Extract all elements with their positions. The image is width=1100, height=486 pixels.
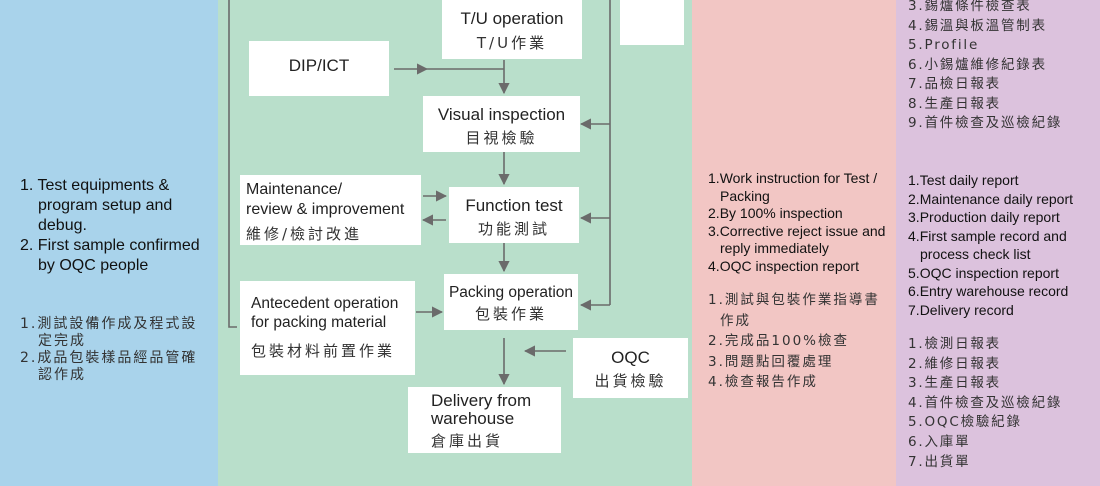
list-item: 3.Corrective reject issue and reply imme… (708, 222, 886, 257)
list-item: 5.Profile (908, 37, 980, 53)
function-test-box: Function test 功能測試 (449, 187, 579, 243)
delivery-label-2: warehouse (431, 409, 515, 428)
left-column (0, 0, 218, 486)
list-item: 2.完成品100%檢查 (708, 333, 849, 349)
packing-operation-zh: 包裝作業 (474, 305, 547, 323)
delivery-label-1: Delivery from (431, 391, 532, 410)
records-zh-list: 1.檢測日報表 2.維修日報表 3.生產日報表 4.首件檢查及巡檢紀錄 5.OQ… (908, 335, 1098, 472)
antecedent-label-2: for packing material (251, 314, 387, 331)
maintenance-zh: 維修/檢討改進 (246, 225, 363, 243)
list-item: 7.出貨單 (908, 453, 971, 470)
list-item: 7.品檢日報表 (908, 76, 1001, 92)
function-test-label: Function test (465, 196, 563, 215)
list-item: 8.生產日報表 (908, 95, 1001, 112)
visual-inspection-zh: 目視檢驗 (465, 129, 538, 147)
list-item: 3.錫爐條件檢查表 (908, 0, 1032, 14)
records-column (896, 0, 1100, 486)
packing-operation-label: Packing operation (448, 284, 574, 301)
list-item: 4.首件檢查及巡檢紀錄 (908, 394, 1063, 411)
list-item: 1.Test daily report (908, 172, 1019, 188)
records-top-list: 3.錫爐條件檢查表 4.錫溫與板溫管制表 5.Profile 6.小錫爐維修紀錄… (908, 0, 1098, 134)
list-item: 3.Production daily report (908, 209, 1060, 225)
list-item: 2.By 100% inspection (708, 205, 843, 221)
requirements-en-list: 1.Work instruction for Test / Packing 2.… (708, 170, 890, 275)
dip-ict-box: DIP/ICT (249, 41, 389, 96)
list-item: 2.成品包裝樣品經品管確認作成 (20, 350, 198, 383)
tu-operation-zh: T/U作業 (476, 34, 548, 52)
oqc-label: OQC (611, 348, 650, 367)
list-item: 1. Test equipments & program setup and d… (20, 177, 173, 234)
antecedent-label-1: Antecedent operation (251, 295, 399, 312)
tu-operation-box: T/U operation T/U作業 (442, 0, 582, 59)
list-item: 4.OQC inspection report (708, 257, 859, 274)
maintenance-box: Maintenance/ review & improvement 維修/檢討改… (240, 175, 421, 245)
requirements-column (692, 0, 896, 486)
visual-inspection-label: Visual inspection (437, 105, 566, 124)
dip-ict-label: DIP/ICT (288, 56, 350, 75)
requirements-zh-list: 1.測試與包裝作業指導書作成 2.完成品100%檢查 3.問題點回覆處理 4.檢… (708, 290, 890, 393)
list-item: 1.測試與包裝作業指導書作成 (708, 292, 880, 329)
antecedent-zh: 包裝材料前置作業 (251, 342, 396, 360)
list-item: 7.Delivery record (908, 301, 1014, 318)
maintenance-label-2: review & improvement (246, 201, 405, 218)
oqc-zh: 出貨檢驗 (594, 372, 667, 390)
list-item: 3.問題點回覆處理 (708, 353, 834, 370)
list-item: 5.OQC檢驗紀錄 (908, 414, 1022, 431)
list-item: 6.Entry warehouse record (908, 283, 1069, 299)
left-zh-list: 1.測試設備作成及程式設定完成 2.成品包裝樣品經品管確認作成 (20, 316, 212, 384)
list-item: 1.Work instruction for Test / Packing (708, 170, 878, 204)
list-item: 6.小錫爐維修紀錄表 (908, 56, 1047, 73)
list-item: 5.OQC inspection report (908, 264, 1059, 281)
oqc-box: OQC 出貨檢驗 (573, 338, 688, 398)
list-item: 4.First sample record and process check … (908, 227, 1067, 263)
list-item: 4.錫溫與板溫管制表 (908, 17, 1047, 34)
records-en-list: 1.Test daily report 2.Maintenance daily … (908, 171, 1098, 319)
list-item: 9.首件檢查及巡檢紀錄 (908, 115, 1063, 131)
maintenance-label-1: Maintenance/ (246, 181, 343, 198)
delivery-box: Delivery from warehouse 倉庫出貨 (408, 387, 561, 453)
blank-box (620, 0, 684, 45)
antecedent-box: Antecedent operation for packing materia… (240, 281, 415, 375)
list-item: 2. First sample confirmed by OQC people (20, 237, 200, 274)
delivery-zh: 倉庫出貨 (431, 432, 504, 450)
list-item: 1.檢測日報表 (908, 336, 1001, 352)
list-item: 6.入庫單 (908, 433, 971, 450)
list-item: 1.測試設備作成及程式設定完成 (20, 316, 198, 349)
left-en-list: 1. Test equipments & program setup and d… (20, 176, 210, 276)
list-item: 2.維修日報表 (908, 355, 1001, 372)
tu-operation-label: T/U operation (460, 9, 564, 28)
list-item: 2.Maintenance daily report (908, 190, 1073, 207)
visual-inspection-box: Visual inspection 目視檢驗 (423, 96, 580, 152)
left-bracket-line (228, 0, 237, 328)
list-item: 3.生產日報表 (908, 375, 1001, 392)
packing-operation-box: Packing operation 包裝作業 (444, 274, 578, 330)
function-test-zh: 功能測試 (477, 220, 550, 238)
list-item: 4.檢查報告作成 (708, 374, 818, 390)
